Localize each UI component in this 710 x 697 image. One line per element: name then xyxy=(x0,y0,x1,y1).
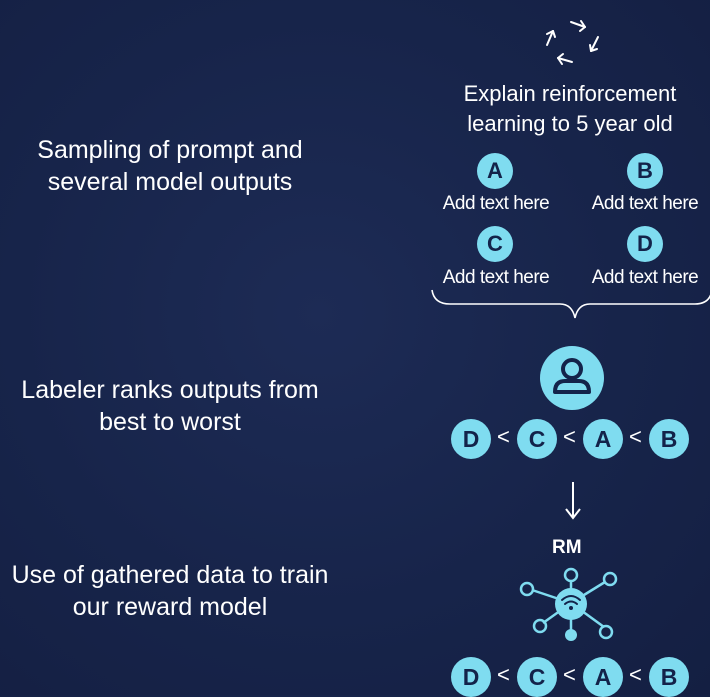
rank-separator: < xyxy=(563,662,576,687)
rank-4-badge: B xyxy=(649,419,689,459)
option-d-text: Add text here xyxy=(591,267,699,288)
rank-1-badge: D xyxy=(451,419,491,459)
step-3-label: Use of gathered data to train our reward… xyxy=(11,561,329,621)
final-rank-4-badge: B xyxy=(649,657,689,697)
rank-separator: < xyxy=(629,662,642,687)
step-2-label: Labeler ranks outputs from best to worst xyxy=(21,376,319,436)
option-a-text: Add text here xyxy=(442,193,550,214)
option-c-text: Add text here xyxy=(442,267,550,288)
option-a-badge: A xyxy=(477,153,513,189)
rank-separator: < xyxy=(497,424,510,449)
prompt-text: Explain reinforcement learning to 5 year… xyxy=(463,81,677,136)
final-rank-1-badge: D xyxy=(451,657,491,697)
step-1-label: Sampling of prompt and several model out… xyxy=(37,136,303,196)
option-c-badge: C xyxy=(477,226,513,262)
final-rank-3-badge: A xyxy=(583,657,623,697)
rank-3-badge: A xyxy=(583,419,623,459)
rank-separator: < xyxy=(497,662,510,687)
option-b-badge: B xyxy=(627,153,663,189)
rank-2-badge: C xyxy=(517,419,557,459)
reward-model-label: RM xyxy=(552,537,582,558)
rank-separator: < xyxy=(563,424,576,449)
option-b-text: Add text here xyxy=(591,193,699,214)
option-d-badge: D xyxy=(627,226,663,262)
rank-separator: < xyxy=(629,424,642,449)
final-rank-2-badge: C xyxy=(517,657,557,697)
